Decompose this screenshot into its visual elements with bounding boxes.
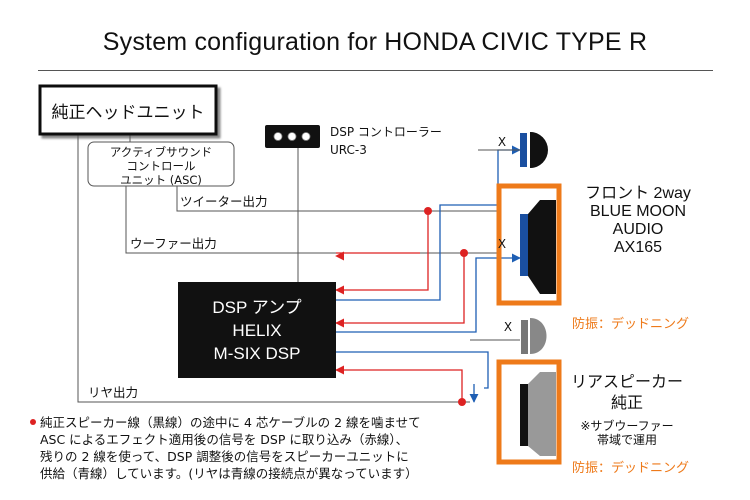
controller-knob-icon [301,132,311,141]
dsp-controller-label: DSP コントローラー [330,125,442,139]
footnote-line4: 供給（青線）しています。(リヤは青線の接続点が異なっています） [40,466,418,481]
footnote-line2: ASC によるエフェクト適用後の信号を DSP に取り込み（赤線）、 [40,432,408,447]
tweeter-dome-shape [530,132,547,168]
rear-note-line1: ※サブウーファー [580,418,673,433]
red-line-rear [335,365,463,402]
dsp-amp-label-line2: HELIX [232,321,281,340]
rear-speaker-frame [496,359,562,465]
front-speaker-label-line2: BLUE MOON [590,203,686,220]
x-mark-woofer: X [498,237,506,251]
red-signal-lines [335,211,465,402]
front-speaker-label-line4: AX165 [614,239,662,256]
controller-knob-icon [287,132,297,141]
dsp-controller-model: URC-3 [330,143,367,157]
footnote-bullet [30,419,36,425]
rear-tweeter-plate [521,320,528,354]
woofer-out-label: ウーファー出力 [130,236,217,251]
front-speaker-label-line3: AUDIO [613,221,664,238]
dsp-amp-box [178,282,336,378]
controller-knob-icon [273,132,283,141]
junction-dot [460,249,468,257]
tweeter-out-label: ツイーター出力 [180,194,268,209]
rear-speaker-label-line2: 純正 [611,394,643,412]
asc-label-line1: アクティブサウンド [110,145,212,159]
rear-speaker-magnet [520,384,528,446]
tweeter-plate [520,133,527,167]
asc-label-line2: コントロール [127,159,196,173]
rear-speaker-cone-icon [528,372,556,456]
front-damping-label: 防振：デッドニング [572,316,689,332]
junction-dot [458,398,466,406]
dsp-amp-label-line3: M-SIX DSP [214,344,301,363]
junction-dot [424,207,432,215]
wire-tweeter-out [176,186,498,212]
title-divider [38,70,713,71]
wire-rear-out [77,134,470,403]
front-speaker-frame [496,183,562,306]
footnote-line3: 残りの 2 線を使って、DSP 調整後の信号をスピーカーユニットに [40,449,409,464]
rear-note-line2: 帯域で運用 [597,433,657,447]
head-unit-label: 純正ヘッドユニット [52,103,205,123]
original-wiring [77,134,520,403]
red-line-tweeter [335,211,429,295]
rear-damping-label: 防振：デッドニング [572,460,689,476]
red-line-woofer [335,253,465,328]
front-speaker-label-line1: フロント 2way [585,185,691,202]
asc-box [87,141,235,187]
asc-label-line3: ユニット (ASC) [120,173,202,187]
rear-out-label: リヤ出力 [88,385,138,400]
blue-line-rear [336,351,489,389]
rear-tweeter-dome-icon [530,318,547,354]
footnote-line1: 純正スピーカー線（黒線）の途中に 4 芯ケーブルの 2 線を噛ませて [40,415,421,430]
x-mark: X [498,135,506,149]
x-mark-rear: X [504,320,512,334]
head-unit-box [38,84,218,136]
dsp-amp-label-line1: DSP アンプ [212,298,301,317]
rear-speaker-label-line1: リアスピーカー [571,374,683,391]
front-speaker-magnet [520,214,528,276]
front-speaker-cone-icon [528,200,556,294]
page-title: System configuration for HONDA CIVIC TYP… [102,28,648,56]
